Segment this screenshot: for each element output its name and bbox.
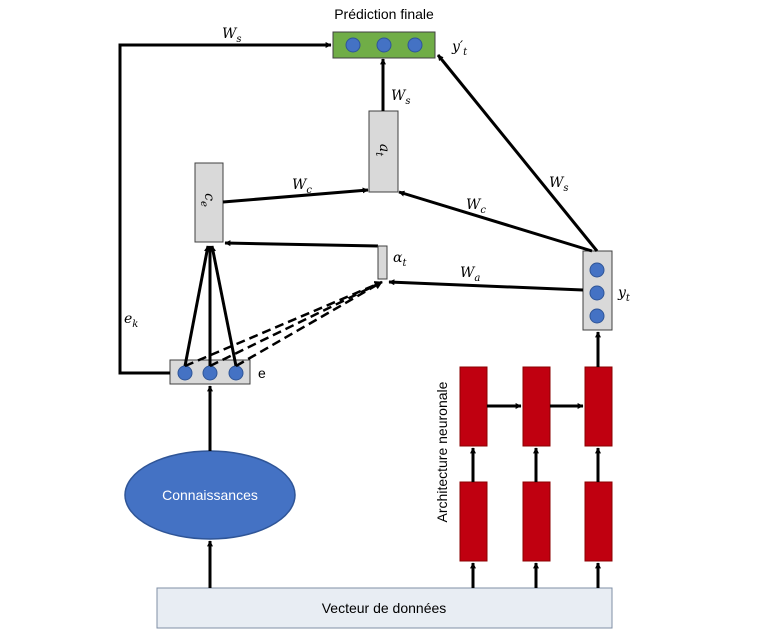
y-node-1 <box>589 262 605 278</box>
arrow-alpha-to-c <box>224 240 379 248</box>
e-label: e <box>258 365 266 381</box>
y-node-3 <box>589 308 605 324</box>
label-ws-right: Ws <box>549 175 569 194</box>
rnn-upper-3 <box>584 366 613 447</box>
dashed-e1-to-alpha <box>184 280 383 368</box>
title: Prédiction finale <box>334 6 434 22</box>
label-ws-mid: Ws <box>391 88 411 107</box>
label-y-prime-t: y′t <box>451 39 468 58</box>
prediction-node-2 <box>376 37 392 53</box>
dashed-e2-to-alpha <box>209 280 383 368</box>
label-wc-left: Wc <box>292 177 312 196</box>
rnn-lower-3 <box>584 481 613 562</box>
label-wa: Wa <box>460 265 480 284</box>
alpha-box <box>377 245 388 280</box>
arrow-y-to-prediction <box>436 54 599 252</box>
arrow-y-to-alpha <box>388 279 584 292</box>
label-a-t: at <box>373 144 392 157</box>
label-c-e: ce <box>198 193 217 207</box>
e-node-1 <box>177 365 193 381</box>
label-y-t: yt <box>617 285 631 304</box>
arrow-e3-to-c <box>210 245 238 367</box>
arrow-y-to-a <box>398 190 593 253</box>
rnn-lower-2 <box>522 481 551 562</box>
arrow-ek-to-prediction <box>118 42 332 375</box>
rnn-upper-1 <box>459 366 488 447</box>
e-node-3 <box>228 365 244 381</box>
prediction-node-3 <box>407 37 423 53</box>
input-vector-box <box>156 587 613 629</box>
arrow-e1-to-c <box>183 245 210 367</box>
arrow-c-to-a <box>222 187 369 204</box>
rnn-upper-2 <box>522 366 551 447</box>
label-ws-top: Ws <box>222 26 242 45</box>
prediction-node-1 <box>345 37 361 53</box>
dashed-e3-to-alpha <box>235 280 383 368</box>
label-e-k: ek <box>124 311 138 330</box>
label-wc-right: Wc <box>466 197 486 216</box>
y-node-2 <box>589 285 605 301</box>
neural-architecture-label: Architecture neuronale <box>434 381 450 522</box>
knowledge-label: Connaissances <box>162 487 258 503</box>
input-vector-label: Vecteur de données <box>322 600 447 616</box>
rnn-lower-1 <box>459 481 488 562</box>
context-vector-box <box>194 162 224 243</box>
e-node-2 <box>202 365 218 381</box>
label-alpha-t: αt <box>393 250 407 269</box>
